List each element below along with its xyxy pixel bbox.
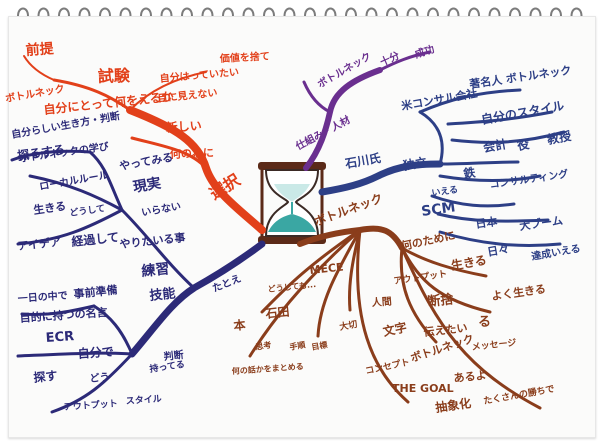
brown-label-5: 断捨 (427, 291, 456, 310)
indigo-label-18: 自分で (77, 344, 114, 361)
brown-label-7: MECE (309, 260, 344, 276)
purple-label-0: ボトルネック (315, 49, 373, 90)
navy-label-7: 独立 (401, 154, 428, 173)
navy-label-1: 米コンサル会社 (399, 86, 478, 113)
brown-label-23: THE GOAL (392, 382, 454, 395)
orange-label-0: 前提 (25, 40, 55, 59)
branch-navy (318, 88, 566, 247)
branch-orange (23, 55, 266, 234)
brown-label-16: 思考 (255, 339, 272, 352)
indigo-label-14: 事前準備 (73, 282, 118, 301)
navy-label-0: 石川氏 (343, 150, 382, 171)
purple-label-2: 成功 (413, 42, 436, 61)
indigo-label-13: 一日の中で (17, 289, 68, 305)
branch-brown (248, 225, 542, 410)
brown-label-1: 何のために (400, 228, 457, 253)
navy-label-12: 日本 (474, 214, 498, 231)
indigo-label-15: 技能 (149, 285, 177, 304)
indigo-label-5: 現実 (132, 174, 163, 196)
hourglass-icon (258, 162, 326, 244)
indigo-label-3: やってみる (118, 151, 174, 173)
navy-label-10: いえる (431, 184, 459, 199)
indigo-label-11: やりたいる事 (119, 230, 186, 251)
brown-label-17: 手順 (289, 339, 307, 352)
orange-label-4: 自分はっていたい (159, 65, 239, 85)
brown-label-15: 文字 (382, 319, 409, 339)
brown-label-10: 伝えたい (423, 320, 468, 339)
orange-label-7: 新しい (165, 118, 202, 135)
indigo-label-10: 経過して (71, 229, 120, 249)
branch-purple (302, 50, 432, 171)
navy-label-2: 著名人 ボトルネック (468, 63, 572, 91)
purple-label-1: 十分 (378, 49, 402, 69)
navy-label-14: 日々 (486, 242, 510, 259)
brown-label-4: よく生きる (490, 281, 546, 302)
brown-label-6: る (478, 315, 491, 330)
navy-label-9: コンサルティング (489, 167, 569, 191)
brown-label-20: コンセプト (364, 356, 411, 377)
indigo-label-8: いらない (140, 200, 181, 219)
orange-label-8: 何の為に (170, 145, 214, 161)
orange-label-6: 価値を捨て (218, 49, 270, 65)
navy-label-8: 鉄 (462, 164, 476, 181)
navy-label-13: 大ブーム (518, 213, 563, 233)
indigo-label-7: どうして (69, 202, 106, 219)
brown-label-14: 大切 (338, 318, 358, 333)
navy-label-3: 自分のスタイル (480, 98, 565, 127)
indigo-label-24: スタイル (125, 393, 162, 407)
indigo-label-20: 判断 (163, 348, 184, 363)
indigo-label-16: 目的に持つの名言 (19, 305, 108, 325)
indigo-label-1: 探るする (16, 141, 66, 163)
brown-label-13: 石田 (264, 305, 290, 322)
indigo-label-22: どう (89, 370, 110, 385)
purple-label-3: 仕組み・人材 (292, 113, 352, 153)
indigo-label-23: アウトプット (63, 397, 118, 413)
navy-label-11: SCM (420, 199, 456, 220)
brown-label-24: 抽象化 (434, 395, 472, 415)
indigo-label-17: ECR (45, 329, 74, 346)
brown-label-18: 目標 (311, 339, 328, 352)
brown-label-21: あるよ (453, 369, 487, 385)
brown-label-2: 生きる (450, 252, 488, 273)
navy-label-4: 会計 (482, 136, 508, 155)
branch-indigo (10, 149, 266, 414)
indigo-label-12: 練習 (141, 260, 171, 280)
navy-label-6: 教授 (545, 128, 573, 147)
indigo-label-6: 生きる (32, 199, 66, 217)
brown-label-9: 人間 (371, 295, 392, 309)
brown-label-12: 本 (233, 317, 247, 333)
brown-label-22: 何の話かをまとめる (231, 361, 304, 376)
indigo-label-21: 探す (33, 368, 58, 385)
indigo-label-9: アイデア (17, 235, 62, 253)
navy-label-5: 役 (516, 136, 530, 153)
brown-label-25: たくさんの勝ちで (482, 383, 555, 407)
orange-label-1: 試験 (97, 66, 131, 86)
brown-label-11: メッセージ (471, 337, 517, 353)
